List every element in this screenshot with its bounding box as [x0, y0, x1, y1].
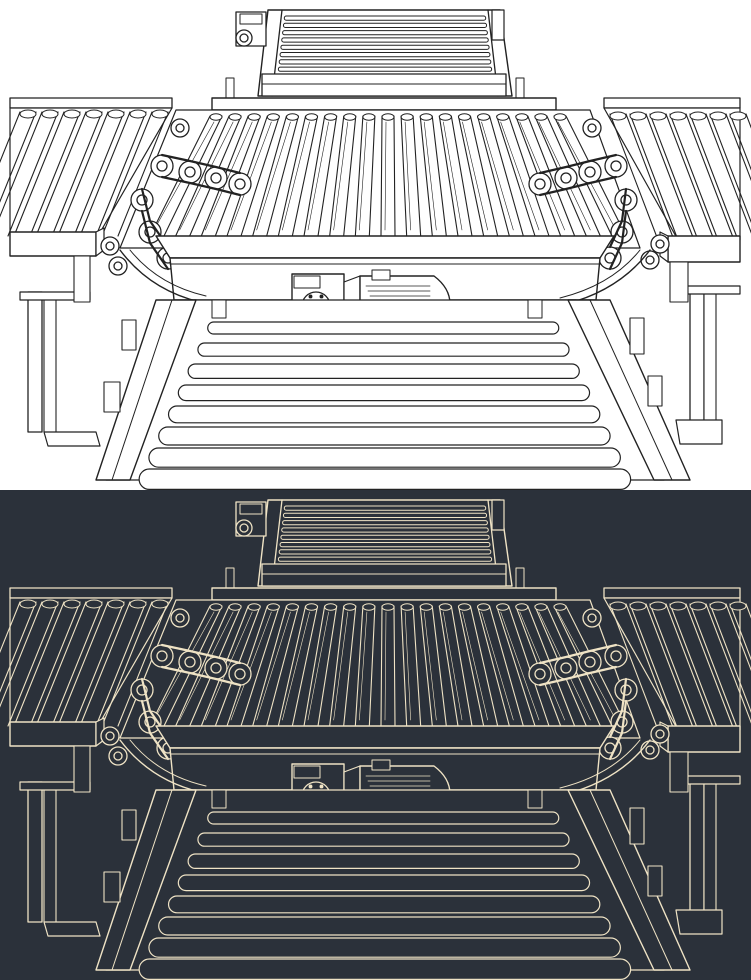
conveyor-drawing [0, 490, 751, 980]
illustration-panel-dark [0, 490, 751, 980]
illustration-panel-light [0, 9, 751, 490]
conveyor-drawing [0, 9, 751, 490]
